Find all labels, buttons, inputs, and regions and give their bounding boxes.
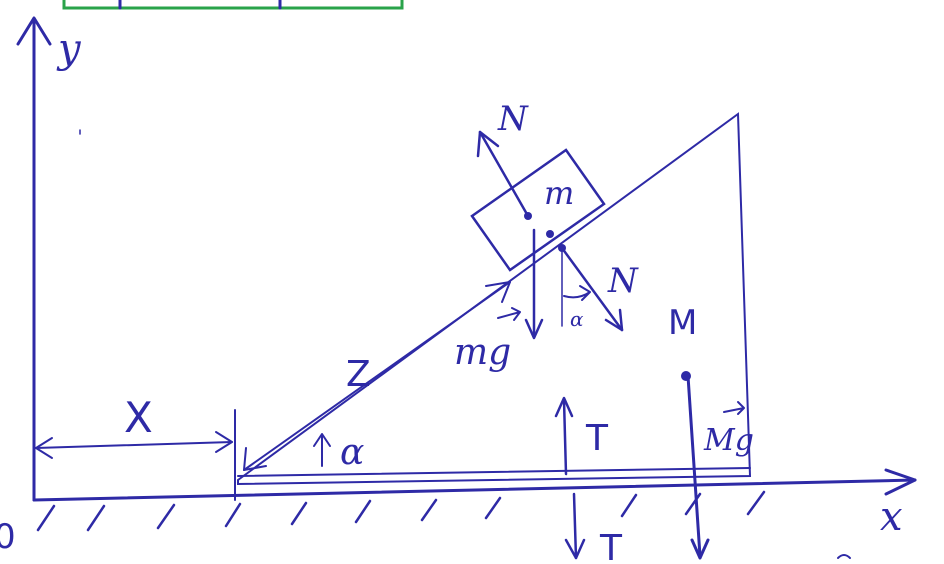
weight-wedge-label: Mg <box>703 423 754 458</box>
angle-small-label: α <box>570 307 584 331</box>
wedge-mass-label: M <box>668 303 697 343</box>
tension-down-label: T <box>599 528 623 564</box>
normal-block-arrow-icon <box>476 130 500 158</box>
block-mass-label: m <box>544 174 574 212</box>
stray-mark <box>837 554 851 559</box>
y-axis-arrow-icon <box>16 16 52 46</box>
normal-block-label: N <box>497 99 529 139</box>
angle-arrow-icon <box>313 433 331 447</box>
normal-wedge-arrow-line <box>560 246 624 332</box>
origin-label: 0 <box>0 517 16 557</box>
offset-arrow-right-icon <box>215 431 233 453</box>
tension-down-arrow-line <box>572 492 578 560</box>
weight-block-label: mg <box>454 332 511 373</box>
slope-arrow-icon <box>485 281 511 303</box>
normal-wedge-label: N <box>607 261 639 301</box>
offset-label: X <box>124 393 153 442</box>
normal-wedge-arrow-icon <box>604 308 624 332</box>
wedge-vector-arrow-icon <box>723 401 745 415</box>
hypotenuse-label: Z <box>346 354 371 395</box>
wedge-triangle <box>237 112 752 486</box>
tension-up-arrow-icon <box>554 396 574 418</box>
tension-up-label: T <box>585 418 609 459</box>
vector-arrow-icon <box>497 307 521 321</box>
hypotenuse-arrow-icon <box>243 447 267 471</box>
weight-wedge-arrow-icon <box>690 538 710 560</box>
tension-up-arrow-line <box>562 398 568 476</box>
normal-block-arrow-line <box>478 130 530 218</box>
ground-hatching <box>36 490 766 532</box>
contact-dot <box>546 230 554 238</box>
y-axis-label: y <box>56 26 82 72</box>
block-m <box>470 148 606 272</box>
x-axis-line <box>32 478 917 502</box>
cropped-banner <box>62 0 404 10</box>
weight-block-arrow-icon <box>524 318 544 340</box>
wedge-base-inner <box>237 467 751 477</box>
offset-arrow-line <box>35 441 233 449</box>
angle-bottom-label: α <box>340 432 364 473</box>
x-axis-arrow-icon <box>884 468 917 496</box>
small-angle-arrow-icon <box>563 285 591 301</box>
x-axis-label: x <box>880 494 903 540</box>
hypotenuse-arrow-line <box>243 281 511 471</box>
weight-wedge-arrow-line <box>686 374 702 558</box>
offset-arrow-left-icon <box>35 437 53 459</box>
tension-down-arrow-icon <box>564 538 586 560</box>
